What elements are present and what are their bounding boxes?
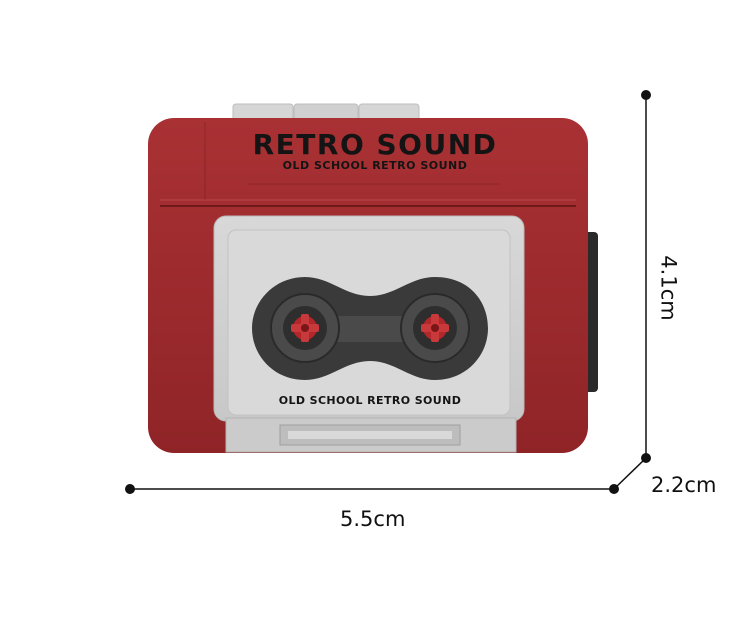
left-reel-hub-icon: [291, 314, 319, 342]
dimension-lines: [125, 90, 651, 494]
right-reel-hub-icon: [421, 314, 449, 342]
height-label: 4.1cm: [656, 255, 681, 321]
brand-subtitle: OLD SCHOOL RETRO SOUND: [282, 159, 468, 172]
depth-label: 2.2cm: [651, 473, 717, 497]
cassette-label: OLD SCHOOL RETRO SOUND: [278, 394, 462, 407]
width-label: 5.5cm: [340, 507, 406, 531]
tape-reel-window: [252, 277, 488, 380]
brand-title: RETRO SOUND: [252, 128, 498, 161]
